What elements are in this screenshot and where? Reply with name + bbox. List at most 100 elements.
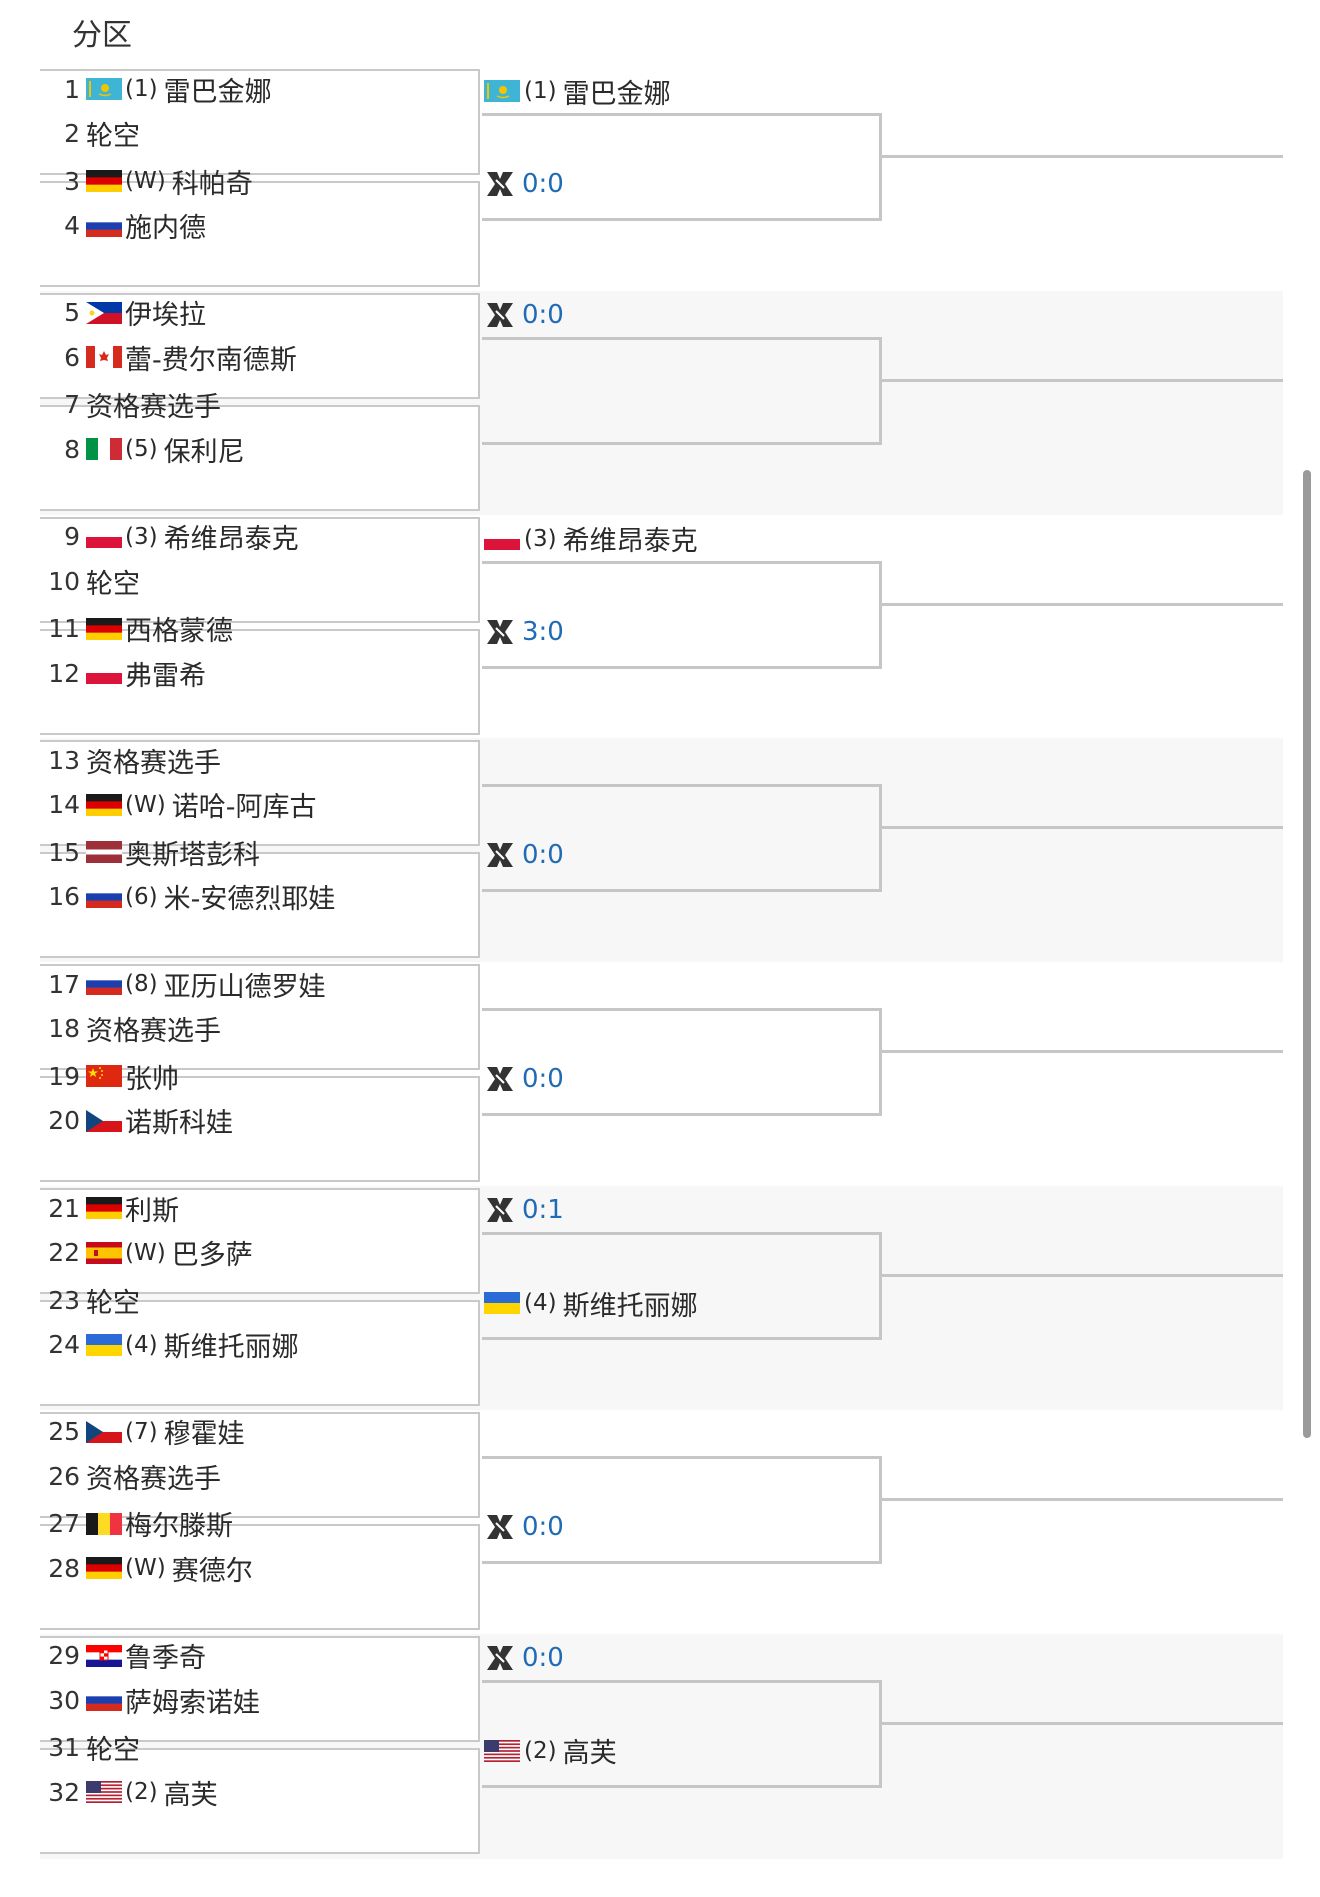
head-to-head-link[interactable]: 0:1 [484,1188,564,1232]
player-slot[interactable]: 28(W)赛德尔 [44,1542,253,1594]
draw-position: 24 [48,1330,80,1359]
player-slot[interactable]: 16(6)米-安德烈耶娃 [44,871,335,923]
h2h-score: 0:0 [522,1511,564,1542]
head-to-head-link[interactable]: 0:0 [484,162,564,206]
player-name: 萨姆索诺娃 [125,1687,260,1719]
match-box[interactable] [40,852,480,959]
head-to-head-link[interactable]: 0:0 [484,1057,564,1101]
seed-label: (W) [125,791,166,818]
flag-rus-icon [86,1689,122,1712]
draw-position: 15 [48,837,80,867]
head-to-head-link[interactable]: 0:0 [484,1505,564,1549]
seed-label: (4) [125,1331,158,1358]
round2-player[interactable]: (1)雷巴金娜 [484,69,671,113]
flag-kaz-icon [86,78,122,100]
match-box[interactable] [40,740,480,847]
draw-position: 30 [48,1685,80,1715]
player-name: 伊埃拉 [125,300,206,332]
draw-position: 26 [48,1461,80,1491]
match-box[interactable] [40,1411,480,1518]
player-name: 张帅 [125,1063,179,1095]
player-slot[interactable]: 3(W)科帕奇 [44,155,253,207]
head-to-head-link[interactable]: 0:0 [484,833,564,877]
head-to-head-link[interactable]: 3:0 [484,610,564,654]
head-to-head-icon [484,616,516,648]
flag-cze-icon [86,1109,122,1132]
round2-player[interactable]: (3)希维昂泰克 [484,517,698,561]
draw-position: 3 [64,166,80,196]
player-slot[interactable]: 30 萨姆索诺娃 [44,1674,260,1726]
page-title: 分区 [72,18,132,53]
draw-position: 27 [48,1509,80,1539]
draw-position: 29 [48,1641,80,1671]
player-slot[interactable]: 22(W)巴多萨 [44,1227,253,1279]
flag-pol-icon [86,662,122,685]
head-to-head-link[interactable]: 0:0 [484,293,564,337]
scrollbar[interactable] [1303,470,1311,1438]
player-slot[interactable]: 8(5)保利尼 [44,423,245,475]
h2h-score: 0:0 [522,1064,564,1095]
bracket-line-out [882,155,1283,158]
flag-esp-icon [86,1241,122,1264]
flag-ger-icon [86,793,122,816]
player-slot[interactable]: 24(4)斯维托丽娜 [44,1319,298,1371]
head-to-head-icon [484,839,516,871]
player-slot[interactable]: 32(2)高芙 [44,1766,217,1818]
draw-position: 7 [64,390,80,420]
bracket-connector [482,1008,882,1117]
player-name: 梅尔滕斯 [125,1511,233,1543]
player-slot[interactable]: 17(8)亚历山德罗娃 [44,958,325,1010]
player-slot[interactable]: 14(W)诺哈-阿库古 [44,779,316,831]
player-name: 资格赛选手 [86,747,221,779]
flag-rus-icon [86,214,122,237]
player-slot[interactable]: 1(1)雷巴金娜 [44,63,272,115]
h2h-score: 0:0 [522,1642,564,1673]
player-name: 赛德尔 [171,1555,253,1587]
player-slot[interactable]: 27 梅尔滕斯 [44,1498,233,1550]
flag-ukr-icon [86,1333,122,1356]
flag-can-icon [86,346,122,369]
player-name: 希维昂泰克 [163,524,299,556]
seed-label: (W) [125,168,166,194]
flag-cro-icon [86,1644,122,1667]
draw-position: 32 [48,1777,80,1807]
draw-position: 21 [48,1193,80,1223]
seed-label: (1) [524,78,557,104]
match-box[interactable] [40,180,480,287]
draw-position: 8 [64,434,80,464]
player-slot[interactable]: 25(7)穆霍娃 [44,1406,244,1458]
player-name: 米-安德烈耶娃 [163,884,336,916]
player-name: 雷巴金娜 [163,76,272,108]
draw-position: 13 [48,745,80,775]
seed-label: (W) [125,1239,166,1266]
flag-cze-icon [86,1420,122,1443]
seed-label: (8) [125,971,158,998]
match-box[interactable] [40,964,480,1071]
player-slot[interactable]: 9(3)希维昂泰克 [44,511,299,563]
bracket-connector [482,1455,882,1564]
bracket-line-out [882,1497,1283,1501]
round2-player[interactable]: (4)斯维托丽娜 [484,1281,698,1325]
round2-player[interactable]: (2)高芙 [484,1729,617,1773]
player-name: 高芙 [562,1738,617,1770]
head-to-head-link[interactable]: 0:0 [484,1636,564,1680]
flag-rus-icon [86,973,122,996]
